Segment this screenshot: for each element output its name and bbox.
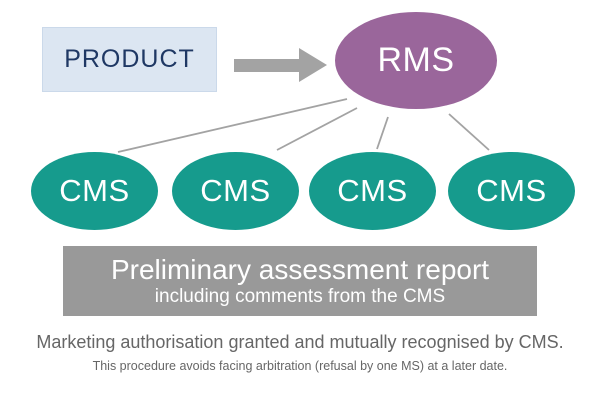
- arrow-right-icon: [234, 48, 327, 82]
- cms-label: CMS: [476, 173, 547, 208]
- cms-label: CMS: [200, 173, 271, 208]
- rms-cms-connectors: [117, 98, 490, 153]
- cms-node-2: CMS: [172, 152, 299, 230]
- cms-label: CMS: [59, 173, 130, 208]
- product-label: PRODUCT: [64, 45, 195, 73]
- report-subtitle: including comments from the CMS: [154, 286, 446, 307]
- connector-line-2: [276, 107, 358, 151]
- footer-note-secondary: This procedure avoids facing arbitration…: [92, 359, 508, 373]
- cms-node-1: CMS: [31, 152, 158, 230]
- connector-line-1: [117, 98, 348, 153]
- cms-node-4: CMS: [448, 152, 575, 230]
- cms-label: CMS: [337, 173, 408, 208]
- footer-note-primary: Marketing authorisation granted and mutu…: [36, 332, 564, 352]
- cms-node-3: CMS: [309, 152, 436, 230]
- rms-node: RMS: [335, 12, 497, 109]
- report-box: Preliminary assessment report including …: [63, 246, 537, 316]
- report-title: Preliminary assessment report: [110, 254, 490, 285]
- connector-line-3: [376, 116, 389, 150]
- rms-label: RMS: [377, 41, 455, 79]
- product-box: PRODUCT: [42, 27, 217, 92]
- connector-line-4: [448, 113, 490, 151]
